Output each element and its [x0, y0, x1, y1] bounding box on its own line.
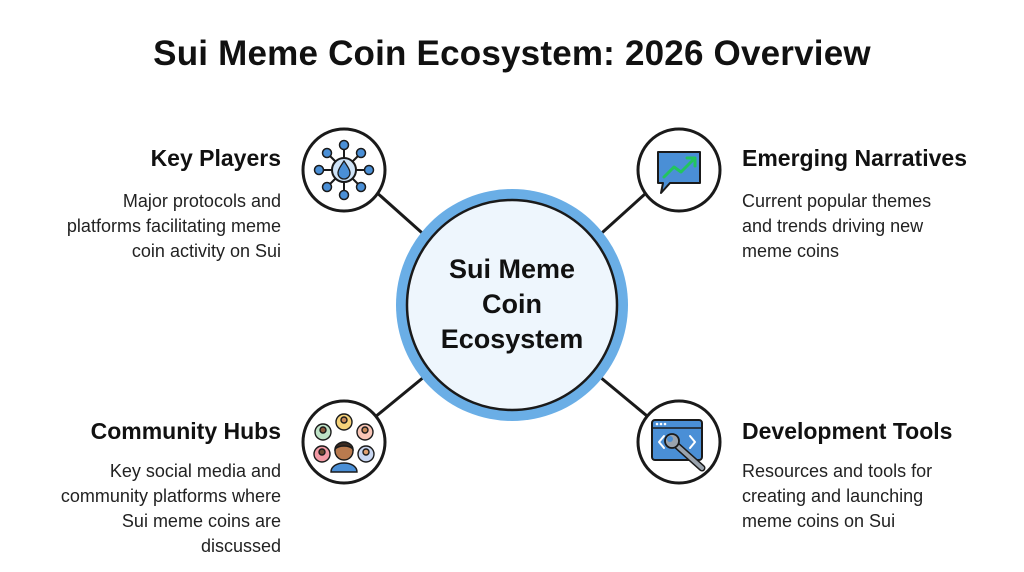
description-line: Sui meme coins are	[121, 511, 281, 531]
center-label-line: Coin	[482, 289, 542, 319]
description-line: meme coins	[742, 241, 840, 261]
center-label-line: Ecosystem	[440, 324, 584, 354]
community-hubs-description: Key social media and community platforms…	[21, 459, 281, 559]
description-line: and trends driving new	[742, 216, 924, 236]
description-line: Major protocols and	[122, 191, 281, 211]
code-wrench-icon	[636, 399, 722, 485]
key-players-heading: Key Players	[150, 145, 281, 171]
network-droplet-icon	[301, 127, 387, 213]
page-title: Sui Meme Coin Ecosystem: 2026 Overview	[153, 34, 871, 73]
emerging-narratives-description: Current popular themes and trends drivin…	[742, 189, 1002, 264]
center-label-line: Sui Meme	[448, 254, 576, 284]
description-line: Current popular themes	[742, 191, 932, 211]
description-line: creating and launching	[742, 486, 924, 506]
description-line: coin activity on Sui	[131, 241, 281, 261]
description-line: meme coins on Sui	[742, 511, 896, 531]
center-hub-label: Sui Meme Coin Ecosystem	[422, 252, 602, 357]
emerging-narratives-heading: Emerging Narratives	[742, 145, 967, 171]
description-line: community platforms where	[60, 486, 281, 506]
key-players-description: Major protocols and platforms facilitati…	[21, 189, 281, 264]
development-tools-heading: Development Tools	[742, 418, 953, 444]
community-people-icon	[301, 399, 387, 485]
center-hub	[396, 189, 628, 421]
community-hubs-heading: Community Hubs	[90, 418, 281, 444]
description-line: Key social media and	[109, 461, 281, 481]
trending-chart-bubble-icon	[636, 127, 722, 213]
development-tools-description: Resources and tools for creating and lau…	[742, 459, 1002, 534]
description-line: platforms facilitating meme	[66, 216, 281, 236]
description-line: Resources and tools for	[742, 461, 933, 481]
description-line: discussed	[200, 536, 281, 556]
